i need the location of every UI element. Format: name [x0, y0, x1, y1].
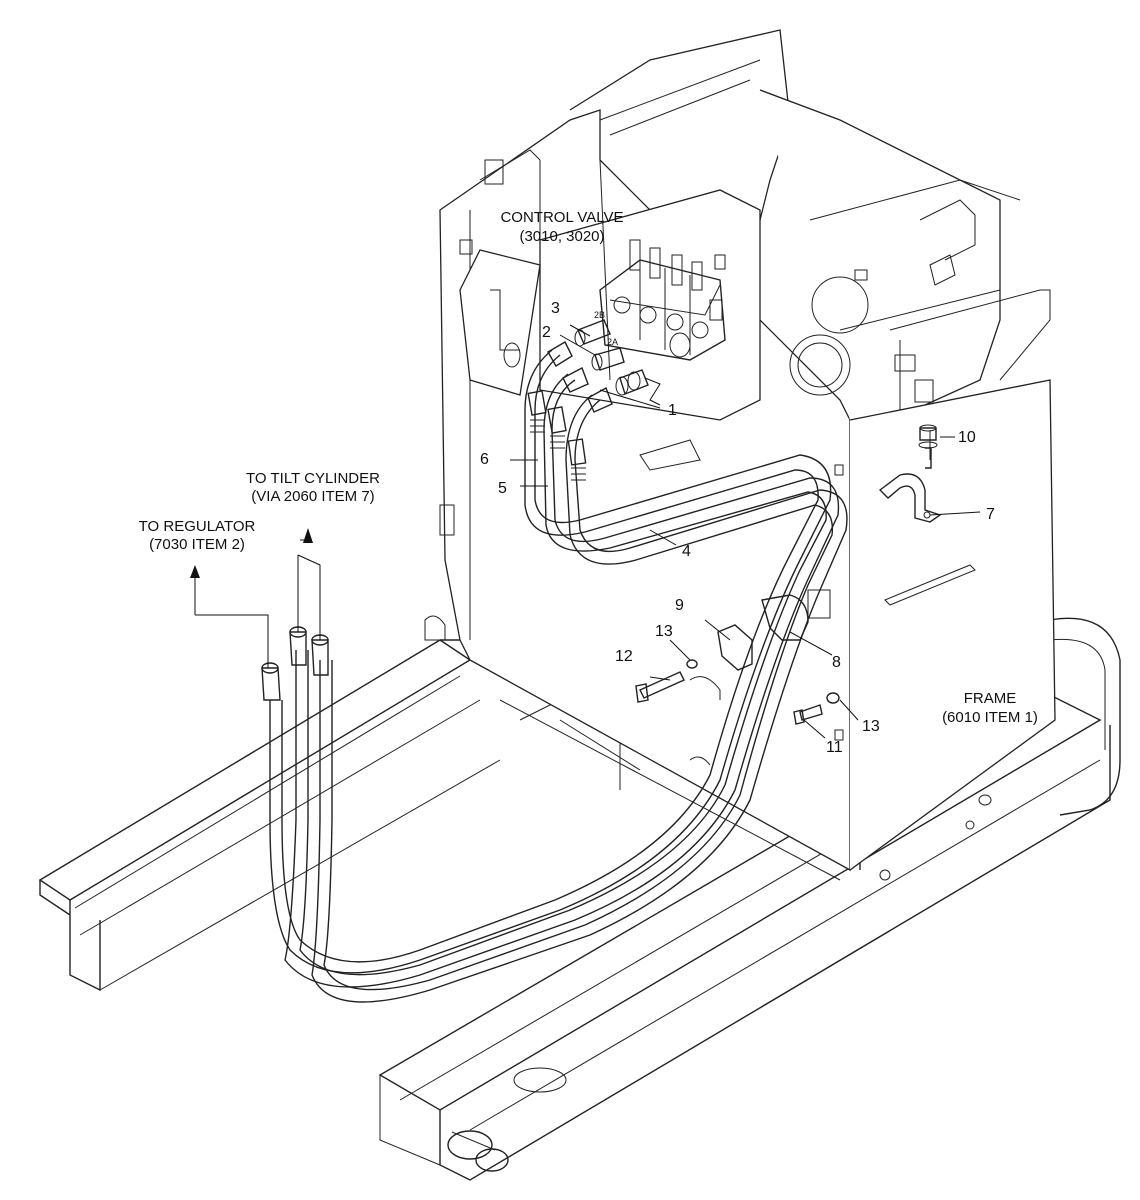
hydraulic-hoses	[261, 341, 848, 1003]
callout-2: 2	[542, 324, 551, 341]
callout-7: 7	[986, 506, 995, 523]
text-labels: CONTROL VALVE (3010, 3020) TO TILT CYLIN…	[139, 209, 1038, 726]
callout-9: 9	[675, 597, 684, 614]
callout-6: 6	[480, 451, 489, 468]
tilt-cylinder-label: TO TILT CYLINDER	[246, 470, 380, 487]
regulator-ref-label: (7030 ITEM 2)	[149, 536, 245, 553]
regulator-label: TO REGULATOR	[139, 518, 256, 535]
callout-numbers: 1 2 3 4 5 6 7 8 9 10 11 12 13 13	[480, 300, 995, 756]
callout-1: 1	[668, 402, 677, 419]
callout-4: 4	[682, 543, 691, 560]
frame-label: FRAME	[964, 690, 1017, 707]
callout-5: 5	[498, 480, 507, 497]
tilt-cylinder-ref-label: (VIA 2060 ITEM 7)	[251, 488, 374, 505]
control-valve-label: CONTROL VALVE	[500, 209, 623, 226]
control-valve	[599, 239, 726, 361]
callout-13-left: 13	[655, 623, 673, 640]
callout-12: 12	[615, 648, 633, 665]
port-2b-label: 2B	[594, 310, 605, 320]
clamps-hardware	[635, 424, 942, 725]
callout-13-right: 13	[862, 718, 880, 735]
callout-8: 8	[832, 654, 841, 671]
frame-ref-label: (6010 ITEM 1)	[942, 709, 1038, 726]
leader-lines	[190, 324, 981, 739]
upright-frame	[424, 29, 1056, 872]
callout-11: 11	[826, 739, 843, 756]
callout-10: 10	[958, 429, 976, 446]
control-valve-ref-label: (3010, 3020)	[519, 228, 604, 245]
callout-3: 3	[551, 300, 560, 317]
port-2a-label: 2A	[607, 337, 618, 347]
